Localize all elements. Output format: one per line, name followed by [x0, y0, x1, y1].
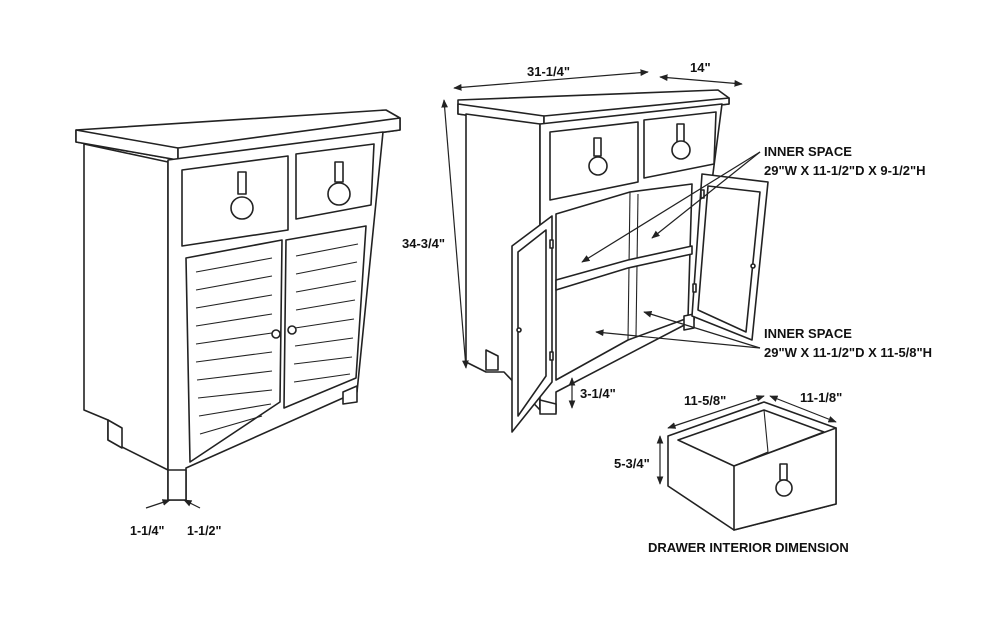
ring-pull-icon — [671, 123, 691, 160]
width-dimension — [453, 69, 649, 91]
louver-slats — [195, 243, 359, 435]
cabinet-open-view — [457, 89, 769, 433]
leg-side-a-label: 1-1/4" — [130, 524, 164, 538]
ring-pull-icon — [327, 161, 351, 206]
inner-space-top-size: 29"W X 11-1/2"D X 9-1/2"H — [764, 163, 926, 178]
drawer-width-dimension — [769, 395, 837, 423]
depth-dimension — [659, 74, 743, 87]
ring-pull-icon — [775, 463, 793, 497]
inner-space-top-leader — [581, 151, 761, 263]
drawer-width-label: 11-1/8" — [800, 390, 842, 405]
inner-space-top-title: INNER SPACE — [764, 144, 852, 159]
height-dimension — [441, 99, 469, 369]
drawer-depth-label: 11-5/8" — [684, 393, 726, 408]
inner-space-bottom-size: 29"W X 11-1/2"D X 11-5/8"H — [764, 345, 932, 360]
ring-pull-icon — [588, 137, 608, 176]
width-label: 31-1/4" — [527, 64, 570, 79]
depth-label: 14" — [690, 60, 711, 75]
inner-space-bottom-title: INNER SPACE — [764, 326, 852, 341]
leg-side-b-label: 1-1/2" — [187, 524, 221, 538]
drawer-detail — [667, 401, 837, 531]
height-label: 34-3/4" — [402, 236, 445, 251]
leg-height-label: 3-1/4" — [580, 386, 616, 401]
inner-space-bottom-leader — [595, 311, 761, 349]
knob-icon — [271, 325, 297, 339]
drawer-height-label: 5-3/4" — [614, 456, 650, 471]
drawer-caption: DRAWER INTERIOR DIMENSION — [648, 540, 849, 555]
shelf — [555, 245, 693, 291]
leg-dimension — [145, 499, 201, 509]
cabinet-closed-view — [75, 109, 401, 501]
drawer-depth-dimension — [667, 395, 765, 429]
ring-pull-icon — [230, 171, 254, 220]
